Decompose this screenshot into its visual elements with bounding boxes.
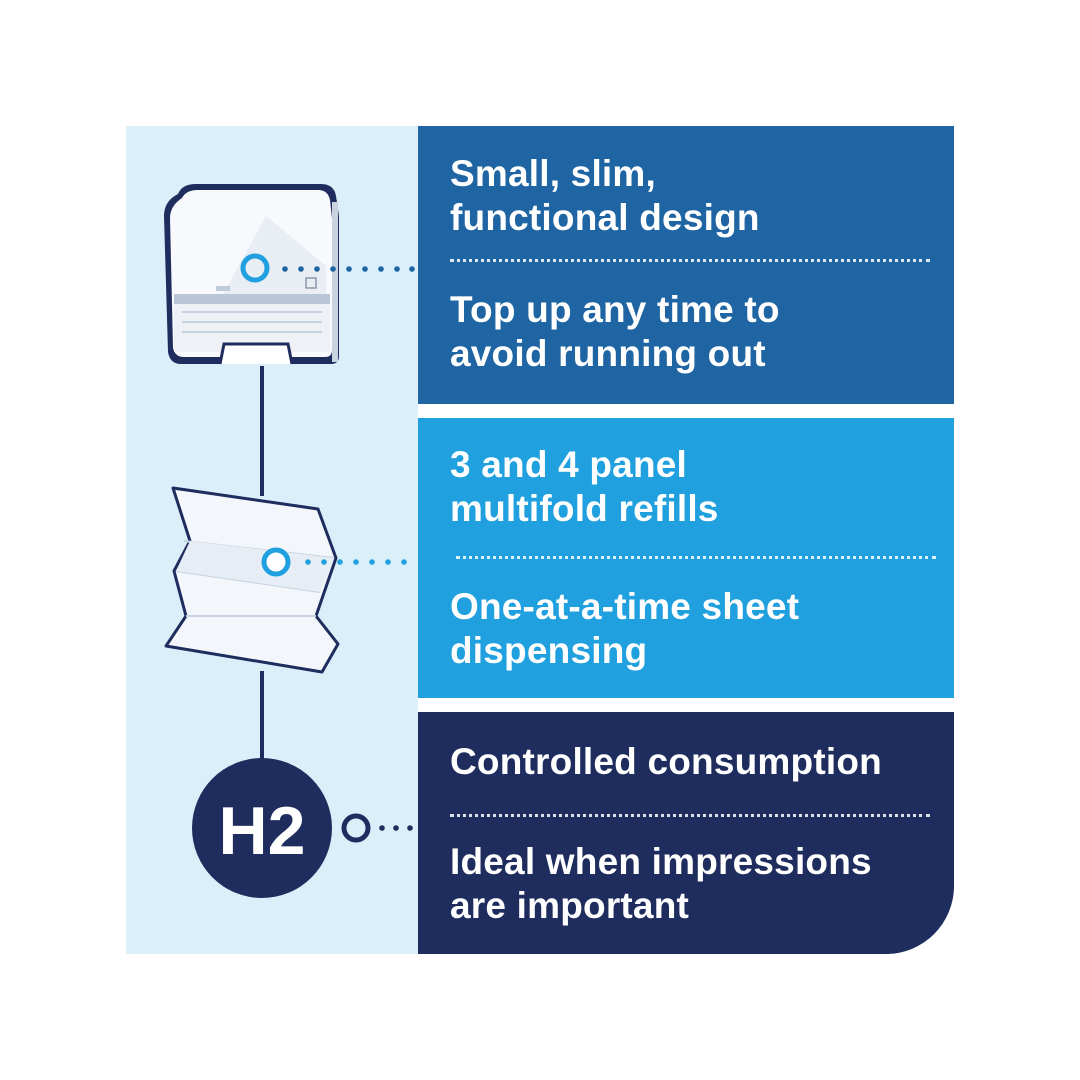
- h2-badge-label: H2: [219, 793, 306, 869]
- feature-text-line: Top up any time to: [450, 289, 780, 330]
- feature-text-line: 3 and 4 panel: [450, 444, 688, 485]
- feature-secondary-text: One-at-a-time sheet dispensing: [450, 585, 799, 673]
- feature-panel-refills: 3 and 4 panel multifold refills One-at-a…: [418, 418, 954, 698]
- feature-text-line: Controlled consumption: [450, 741, 882, 782]
- illustration: H2: [164, 184, 415, 898]
- feature-panel-consumption: Controlled consumption Ideal when impres…: [418, 712, 954, 954]
- feature-text-line: Small, slim,: [450, 153, 656, 194]
- dispenser-icon: [164, 184, 415, 365]
- feature-panel-design: Small, slim, functional design Top up an…: [418, 126, 954, 404]
- feature-secondary-text: Top up any time to avoid running out: [450, 288, 780, 376]
- feature-text-line: multifold refills: [450, 488, 719, 529]
- dotted-divider: [456, 556, 936, 559]
- feature-secondary-text: Ideal when impressions are important: [450, 840, 872, 928]
- feature-text-line: One-at-a-time sheet: [450, 586, 800, 627]
- feature-primary-text: 3 and 4 panel multifold refills: [450, 443, 719, 531]
- feature-text-line: dispensing: [450, 630, 648, 671]
- dotted-divider: [450, 814, 930, 817]
- feature-primary-text: Controlled consumption: [450, 740, 882, 784]
- feature-text-line: are important: [450, 885, 690, 926]
- illustration-column: H2: [126, 126, 418, 954]
- feature-text-line: functional design: [450, 197, 760, 238]
- feature-text-line: Ideal when impressions: [450, 841, 872, 882]
- feature-primary-text: Small, slim, functional design: [450, 152, 760, 240]
- h2-badge: H2: [192, 758, 413, 898]
- dotted-divider: [450, 259, 930, 262]
- infographic-card: H2 Small, slim, functional design Top up…: [126, 126, 954, 954]
- multifold-towel-icon: [164, 486, 407, 674]
- feature-text-line: avoid running out: [450, 333, 766, 374]
